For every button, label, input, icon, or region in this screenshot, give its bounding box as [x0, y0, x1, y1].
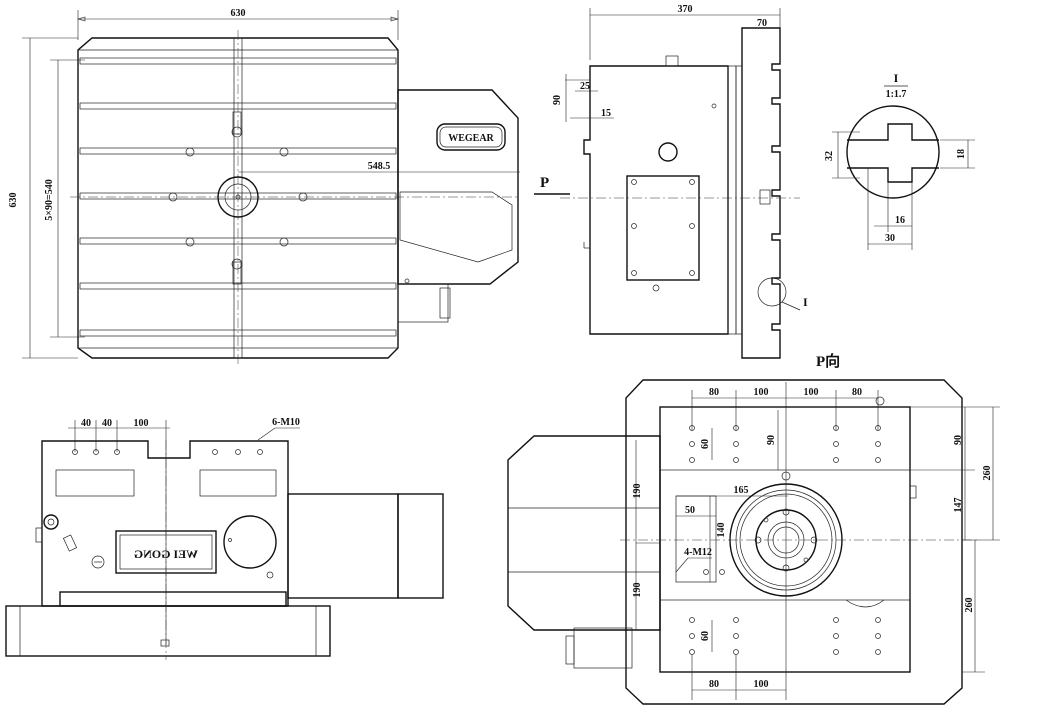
front-view: 40 40 100 6-M10 WEI GONG	[5, 417, 444, 660]
dim-p-top-100b: 100	[804, 387, 819, 398]
dim-p-140: 140	[716, 523, 727, 538]
dim-detail-16: 16	[895, 215, 905, 226]
detail-label: I	[894, 71, 899, 85]
dim-p-r90: 90	[953, 435, 964, 445]
dim-side-25: 25	[580, 81, 590, 92]
dim-p-r260b: 260	[964, 598, 975, 613]
dim-center-offset: 548.5	[368, 161, 391, 172]
dim-p-r147: 147	[953, 498, 964, 513]
dim-detail-32: 32	[824, 151, 835, 161]
center-mark-icon	[217, 176, 259, 218]
mounting-hole-icon	[168, 111, 308, 285]
brand-plate-top: WEGEAR	[448, 133, 494, 144]
dim-p-top-80a: 80	[709, 387, 719, 398]
dim-p-r260a: 260	[982, 466, 993, 481]
detail-callout-label: I	[803, 295, 808, 309]
dim-front-40a: 40	[81, 418, 91, 429]
dim-p-165: 165	[734, 485, 749, 496]
dim-side-flange: 70	[757, 18, 767, 29]
dim-p-190b: 190	[632, 583, 643, 598]
view-p-label: P向	[816, 352, 840, 370]
dim-side-90: 90	[552, 95, 563, 105]
mounting-hole-icon	[72, 449, 263, 455]
dim-slot-pitch: 5×90=540	[44, 179, 55, 220]
arrow-p-label: P	[540, 175, 549, 191]
dim-p-thread: 4-M12	[684, 547, 712, 558]
detail-view: I 1:1.7 32 18 16 30	[824, 71, 975, 250]
dim-side-width: 370	[678, 4, 693, 15]
dim-front-40b: 40	[102, 418, 112, 429]
dim-p-bot-80: 80	[709, 679, 719, 690]
detail-scale: 1:1.7	[886, 89, 907, 100]
dim-p-top-100a: 100	[754, 387, 769, 398]
dim-top-width: 630	[231, 8, 246, 19]
dim-p-60a: 60	[700, 439, 711, 449]
dim-front-100: 100	[134, 418, 149, 429]
side-view: 370 70 25 90 15 P	[534, 4, 808, 359]
top-view: 630 630 5×90=540	[8, 8, 520, 365]
p-view: P向 80 100 100 80 190 190 60 90	[507, 352, 1000, 705]
dim-p-top-80b: 80	[852, 387, 862, 398]
dim-side-15: 15	[601, 108, 611, 119]
dim-p-50: 50	[685, 505, 695, 516]
dim-p-190a: 190	[632, 484, 643, 499]
dim-front-thread: 6-M10	[272, 417, 300, 428]
mounting-hole-icon	[689, 425, 881, 655]
dim-p-90: 90	[766, 435, 777, 445]
dim-p-60b: 60	[700, 631, 711, 641]
dim-detail-18: 18	[956, 149, 967, 159]
dim-detail-30: 30	[885, 233, 895, 244]
dim-p-bot-100: 100	[754, 679, 769, 690]
dim-top-height: 630	[8, 193, 19, 208]
